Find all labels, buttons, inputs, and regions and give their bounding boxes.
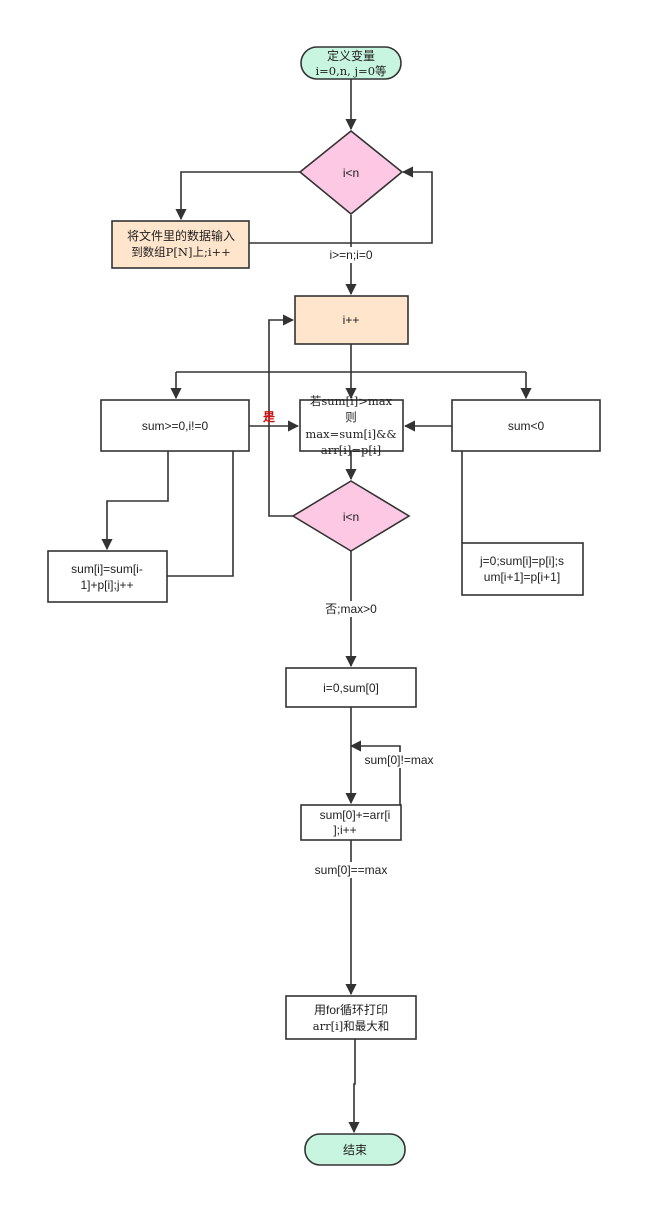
edge-print-to-end bbox=[348, 1039, 360, 1134]
cond-left-shape bbox=[100, 399, 250, 452]
edge-sumcalc-to-center bbox=[167, 420, 300, 577]
reset-text-1: j=0;sum[i]=p[i];s bbox=[479, 554, 564, 568]
sum-calc-shape bbox=[47, 550, 168, 603]
center-box[interactable]: 若sum[i]>max 则 max=sum[i]&& arr[i]=p[i] bbox=[299, 394, 404, 457]
accum-text-1: sum[0]+=arr[i bbox=[320, 808, 391, 822]
decision-2-shape bbox=[291, 480, 411, 552]
end-terminal[interactable]: 结束 bbox=[304, 1133, 406, 1166]
center-text-2: 则 bbox=[345, 410, 357, 424]
i-increment-shape bbox=[294, 295, 409, 345]
print-text-1: 用for循环打印 bbox=[314, 1003, 388, 1017]
center-text-4: arr[i]=p[i] bbox=[321, 443, 381, 457]
cond-left-box[interactable]: sum>=0,i!=0 bbox=[100, 399, 250, 452]
i-increment-box[interactable]: i++ bbox=[294, 295, 409, 345]
reset-text-2: um[i+1]=p[i+1] bbox=[484, 570, 560, 584]
input-text-2: 到数组P[N]上;i++ bbox=[131, 245, 231, 259]
print-text-2: arr[i]和最大和 bbox=[313, 1019, 390, 1033]
equal-label-bg bbox=[307, 862, 395, 878]
center-text-3: max=sum[i]&& bbox=[305, 427, 396, 441]
cond-left-text: sum>=0,i!=0 bbox=[142, 419, 209, 433]
start-text-1: 定义变量 bbox=[327, 48, 375, 63]
reset-box[interactable]: j=0;sum[i]=p[i];s um[i+1]=p[i+1] bbox=[461, 542, 584, 596]
cond-right-shape bbox=[451, 399, 601, 452]
print-box-shape bbox=[285, 995, 417, 1040]
no-exit-label-bg bbox=[322, 601, 380, 617]
no-exit-label: 否;max>0 bbox=[325, 602, 377, 616]
edge-accum-loop bbox=[349, 740, 401, 822]
start-terminal-shape bbox=[300, 46, 402, 80]
edge-labels: i>=n;i=0 是 否;max>0 sum[0]!=max sum[0]==m… bbox=[262, 247, 439, 878]
edge-condleft-to-sumcalc bbox=[101, 451, 169, 551]
decision-1-text: i<n bbox=[343, 166, 359, 180]
edge-decision1-to-input bbox=[175, 171, 301, 221]
accum-box[interactable]: sum[0]+=arr[i ];i++ bbox=[300, 804, 402, 841]
decision-2[interactable]: i<n bbox=[291, 480, 411, 552]
i-increment-text: i++ bbox=[343, 313, 360, 327]
edge-input-loop-back bbox=[249, 166, 433, 244]
init-text: i=0,sum[0] bbox=[323, 681, 379, 695]
cond-right-text: sum<0 bbox=[508, 419, 545, 433]
equal-label: sum[0]==max bbox=[315, 863, 388, 877]
accum-box-shape bbox=[300, 804, 402, 841]
cond-right-box[interactable]: sum<0 bbox=[451, 399, 601, 452]
accum-text-2: ];i++ bbox=[333, 823, 356, 837]
start-text-2: i=0,n, j=0等 bbox=[315, 64, 386, 78]
start-terminal[interactable]: 定义变量 i=0,n, j=0等 bbox=[300, 46, 402, 80]
decision-1-shape bbox=[298, 129, 404, 216]
input-box-shape bbox=[111, 220, 250, 269]
init-box-shape bbox=[285, 667, 417, 708]
decision-1[interactable]: i<n bbox=[298, 129, 404, 216]
sum-calc-text-2: 1]+p[i];j++ bbox=[80, 578, 133, 592]
reset-box-shape bbox=[461, 542, 584, 596]
yes-label: 是 bbox=[262, 410, 276, 424]
center-text-1: 若sum[i]>max bbox=[310, 394, 393, 408]
end-terminal-shape bbox=[304, 1133, 406, 1166]
edge-decision2-loop-back bbox=[268, 314, 295, 517]
decision-2-text: i<n bbox=[343, 510, 359, 524]
not-equal-label-bg bbox=[359, 752, 439, 768]
center-box-shape bbox=[299, 399, 404, 452]
input-text-1: 将文件里的数据输入 bbox=[127, 228, 235, 243]
init-box[interactable]: i=0,sum[0] bbox=[285, 667, 417, 708]
not-equal-label: sum[0]!=max bbox=[364, 753, 433, 767]
loop-exit-label-bg bbox=[322, 247, 380, 263]
sum-calc-box[interactable]: sum[i]=sum[i- 1]+p[i];j++ bbox=[47, 550, 168, 603]
input-box[interactable]: 将文件里的数据输入 到数组P[N]上;i++ bbox=[111, 220, 250, 269]
end-text: 结束 bbox=[343, 1143, 367, 1157]
print-box[interactable]: 用for循环打印 arr[i]和最大和 bbox=[285, 995, 417, 1040]
sum-calc-text-1: sum[i]=sum[i- bbox=[71, 562, 143, 576]
loop-exit-label: i>=n;i=0 bbox=[329, 248, 372, 262]
